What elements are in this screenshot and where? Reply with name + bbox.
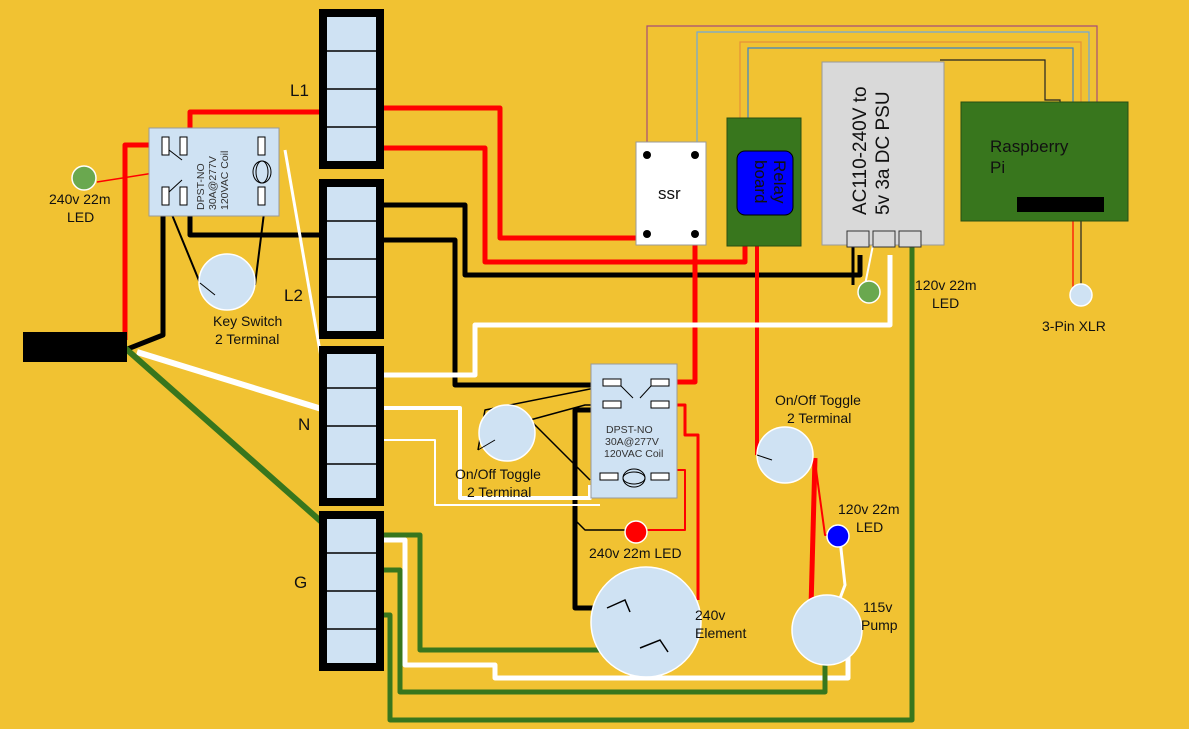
led-120v-psu xyxy=(857,280,881,304)
toggle-switch-left xyxy=(477,404,536,462)
terminal-label-n: N xyxy=(298,415,310,434)
led-120v-psu-label-1: 120v 22m xyxy=(915,277,976,293)
xlr-label: 3-Pin XLR xyxy=(1042,318,1106,334)
ssr-label: ssr xyxy=(658,184,681,203)
pump-label-1: 115v xyxy=(863,599,892,615)
terminal-label-l2: L2 xyxy=(284,286,303,305)
relay-top-label-1: DPST-NO xyxy=(195,163,207,210)
terminal-block-n xyxy=(319,346,384,506)
element-heater xyxy=(590,566,702,678)
raspberry-pi-label-2: Pi xyxy=(990,158,1005,177)
relay-top: DPST-NO 30A@277V 120VAC Coil xyxy=(148,127,280,217)
toggle-left-label-1: On/Off Toggle xyxy=(455,466,541,482)
raspberry-pi: Raspberry Pi xyxy=(960,101,1129,222)
relay-board-label-2: board xyxy=(751,160,770,203)
led-120v-blue-label-2: LED xyxy=(856,519,883,535)
led-240v-red-label: 240v 22m LED xyxy=(589,545,682,561)
relay-board-label-1: Relay xyxy=(770,160,789,204)
toggle-right-label-1: On/Off Toggle xyxy=(775,392,861,408)
psu: AC110-240V to 5v 3a DC PSU xyxy=(821,61,945,248)
terminal-block-l2 xyxy=(319,179,384,339)
relay-top-label-3: 120VAC Coil xyxy=(219,151,231,210)
element-label-2: Element xyxy=(695,625,746,641)
led-120v-blue xyxy=(826,524,850,548)
key-switch-label-2: 2 Terminal xyxy=(215,331,279,347)
relay-board: Relay board xyxy=(726,117,802,247)
psu-label-2: 5v 3a DC PSU xyxy=(873,91,894,215)
led-240v-top-label-1: 240v 22m xyxy=(49,191,110,207)
relay-mid-label-2: 30A@277V xyxy=(605,436,659,448)
relay-top-label-2: 30A@277V xyxy=(207,156,219,210)
toggle-right-label-2: 2 Terminal xyxy=(787,410,851,426)
power-cord-plug xyxy=(23,332,127,362)
relay-mid-label-3: 120VAC Coil xyxy=(604,448,663,460)
terminal-label-l1: L1 xyxy=(290,81,309,100)
led-240v-red xyxy=(624,520,648,544)
relay-mid-label-1: DPST-NO xyxy=(606,424,653,436)
element-label-1: 240v xyxy=(695,607,725,623)
toggle-switch-right xyxy=(756,426,814,484)
xlr-connector xyxy=(1069,283,1093,307)
key-switch-label-1: Key Switch xyxy=(213,313,282,329)
green-wires xyxy=(123,245,915,723)
terminal-block-l1 xyxy=(319,9,384,169)
led-120v-psu-label-2: LED xyxy=(932,295,959,311)
pump-label-2: Pump xyxy=(861,617,898,633)
psu-label-1: AC110-240V to xyxy=(850,86,871,215)
led-240v-top xyxy=(71,165,97,191)
raspberry-pi-label-1: Raspberry xyxy=(990,137,1069,156)
ssr: ssr xyxy=(635,141,707,246)
led-120v-blue-label-1: 120v 22m xyxy=(838,501,899,517)
pump xyxy=(791,594,863,666)
key-switch xyxy=(198,253,256,311)
relay-mid: DPST-NO 30A@277V 120VAC Coil xyxy=(590,363,678,499)
toggle-left-label-2: 2 Terminal xyxy=(467,484,531,500)
led-240v-top-label-2: LED xyxy=(67,209,94,225)
terminal-label-g: G xyxy=(294,573,307,592)
terminal-block-g xyxy=(319,511,384,671)
